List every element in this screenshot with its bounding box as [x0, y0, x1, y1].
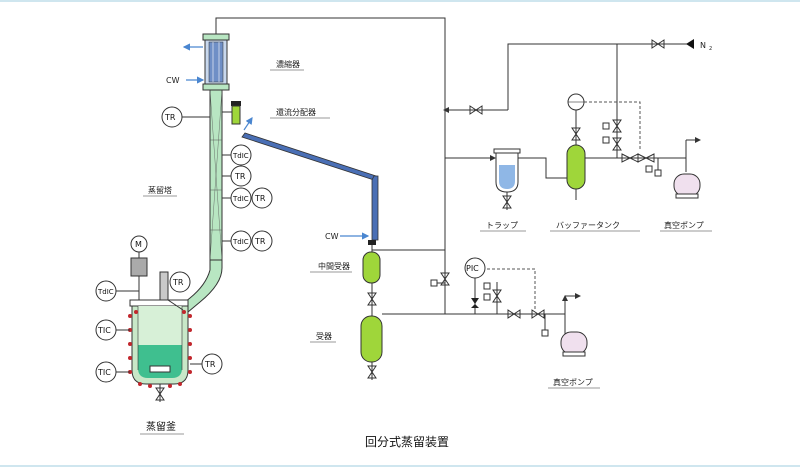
motor-label: M: [135, 240, 142, 249]
receiver: 受器: [310, 315, 383, 380]
svg-text:TIC: TIC: [97, 368, 111, 377]
svg-text:TIC: TIC: [97, 326, 111, 335]
kettle-label: 蒸留釜: [146, 420, 176, 433]
cw-top-label: CW: [166, 76, 180, 85]
svg-text:TR: TR: [254, 194, 266, 203]
condenser: CW 濃縮器: [166, 22, 304, 91]
instrument-tdic-kettle: TdIC: [95, 280, 139, 302]
svg-text:TR: TR: [204, 360, 216, 369]
vacuum-pump-bottom-label: 真空ポンプ: [553, 377, 593, 387]
svg-text:TR: TR: [164, 113, 176, 122]
instrument-tdic-1: TdIC: [222, 144, 252, 166]
mid-receiver-label: 中間受器: [318, 261, 350, 271]
svg-text:PIC: PIC: [466, 264, 479, 273]
top-vacuum-line: [585, 119, 701, 177]
distillate-cooler: CW: [241, 132, 379, 245]
trap-label: トラップ: [486, 221, 518, 230]
cw-mid-label: CW: [325, 232, 339, 241]
svg-text:TdIC: TdIC: [97, 288, 114, 296]
instrument-pic: PIC: [464, 257, 486, 279]
instrument-tdic-2: TdIC: [222, 187, 252, 209]
n2-source-arrow: [686, 39, 694, 49]
instrument-tic-2: TIC: [95, 361, 130, 383]
reflux-label: 還流分配器: [276, 107, 316, 117]
buffer-tank: バッファータンク: [550, 93, 641, 232]
svg-text:TdIC: TdIC: [232, 238, 249, 246]
instrument-tr-1: TR: [222, 165, 252, 187]
distillation-kettle: M 蒸留釜: [129, 235, 189, 435]
svg-text:TdIC: TdIC: [232, 152, 249, 160]
diagram-title: 回分式蒸留装置: [365, 435, 449, 449]
instrument-tr-3: TR: [251, 230, 273, 252]
column-label: 蒸留塔: [148, 185, 172, 195]
condenser-label: 濃縮器: [276, 59, 300, 69]
n2-line: N 2: [450, 39, 712, 158]
instrument-tr-kettle: TR: [169, 271, 191, 293]
vacuum-pump-top-label: 真空ポンプ: [664, 220, 704, 230]
vacuum-pump-top: 真空ポンプ: [660, 173, 712, 232]
n2-label: N: [700, 41, 706, 50]
distillation-column: 蒸留塔: [143, 89, 223, 313]
buffer-tank-label: バッファータンク: [556, 221, 620, 230]
svg-text:TR: TR: [172, 278, 184, 287]
svg-text:TR: TR: [234, 172, 246, 181]
mid-receiver: 中間受器: [310, 245, 381, 316]
instrument-tr-top: TR: [161, 106, 210, 128]
instrument-tr-jacket: TR: [190, 353, 223, 375]
instrument-tic-1: TIC: [95, 319, 130, 341]
n2-subscript: 2: [709, 46, 712, 52]
vapor-line: [215, 17, 496, 251]
trap: トラップ: [480, 148, 568, 232]
receiver-vacuum-line: [382, 250, 581, 337]
svg-text:TR: TR: [254, 237, 266, 246]
instrument-tr-2: TR: [251, 187, 273, 209]
vacuum-pump-bottom: 真空ポンプ: [548, 331, 600, 389]
instrument-tdic-3: TdIC: [222, 230, 252, 252]
svg-text:TdIC: TdIC: [232, 195, 249, 203]
reflux-divider: 還流分配器: [222, 101, 330, 131]
receiver-label: 受器: [316, 331, 332, 341]
